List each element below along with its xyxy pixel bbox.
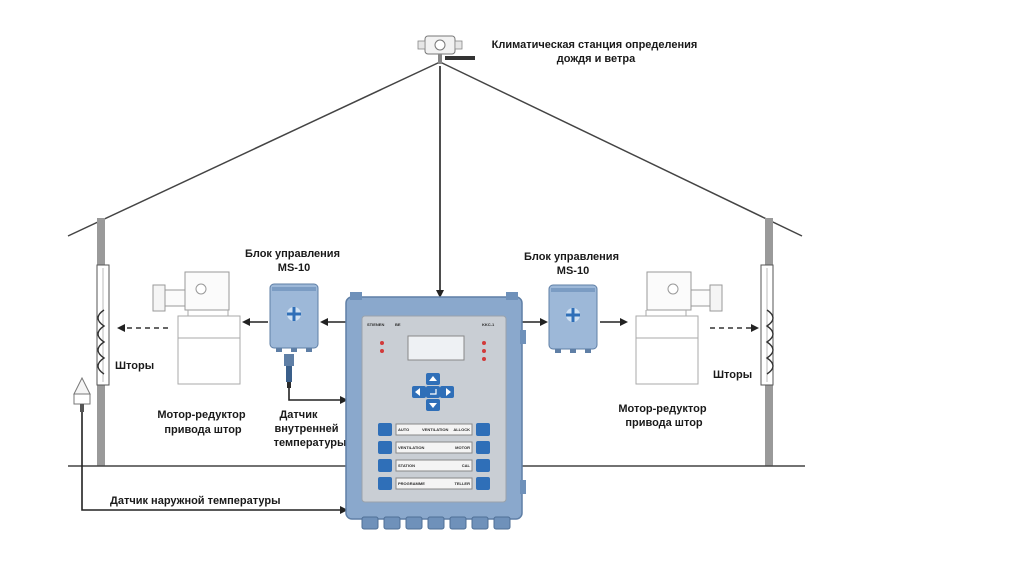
controller-model: KKC-1 <box>482 322 495 327</box>
motor-left-label: Мотор-редуктор привода штор <box>157 409 248 436</box>
function-row: PROGRAMME TELLER <box>378 477 490 490</box>
controller-function-buttons: AUTO VENTILATION ALLOCK VENTILATION MOTO… <box>378 423 490 490</box>
function-label-left: PROGRAMME <box>398 481 425 486</box>
curtain-left-icon <box>96 264 110 386</box>
outer-sensor-label: Датчик наружной температуры <box>110 495 280 507</box>
control-block-left-icon <box>269 283 319 352</box>
function-right-button[interactable] <box>476 459 490 472</box>
function-label-right: TELLER <box>454 481 470 486</box>
control-block-left-label: Блок управления MS-10 <box>245 248 343 274</box>
control-block-right-icon <box>548 284 598 353</box>
function-label-right: MOTOR <box>455 445 470 450</box>
controller-display <box>407 335 465 361</box>
motor-reducer-left-icon <box>152 271 241 385</box>
function-left-button[interactable] <box>378 459 392 472</box>
function-label-right: CAL <box>462 463 471 468</box>
function-label-left: VENTILATION <box>398 445 424 450</box>
function-right-button[interactable] <box>476 423 490 436</box>
function-label-mid: VENTILATION <box>422 427 448 432</box>
inner-sensor-label: Датчик внутренней температуры <box>274 409 347 449</box>
function-row: STATION CAL <box>378 459 490 472</box>
inner-sensor-arrow <box>288 388 348 404</box>
function-right-button[interactable] <box>476 441 490 454</box>
function-label-left: STATION <box>398 463 415 468</box>
function-row: VENTILATION MOTOR <box>378 441 490 454</box>
control-block-right-label: Блок управления MS-10 <box>524 251 622 277</box>
function-right-button[interactable] <box>476 477 490 490</box>
curtain-right-icon <box>760 264 774 386</box>
function-label-left: AUTO <box>398 427 409 432</box>
inner-temperature-sensor-icon <box>284 354 294 388</box>
motor-reducer-right-icon <box>635 271 723 385</box>
function-label-right: ALLOCK <box>453 427 470 432</box>
controller-nav-pad[interactable] <box>412 373 454 411</box>
outer-sensor-arrow <box>81 412 348 514</box>
function-left-button[interactable] <box>378 477 392 490</box>
curtains-right-label: Шторы <box>713 369 752 381</box>
nav-enter-button[interactable] <box>426 386 440 398</box>
function-left-button[interactable] <box>378 423 392 436</box>
function-left-button[interactable] <box>378 441 392 454</box>
motor-right-label: Мотор-редуктор привода штор <box>618 403 709 429</box>
controller-brand-suffix: BE <box>395 322 401 327</box>
controller-brand: STIENEN <box>367 322 384 327</box>
outer-temperature-sensor-icon <box>73 376 91 412</box>
weather-station-icon <box>417 35 475 64</box>
function-row: AUTO VENTILATION ALLOCK <box>378 423 490 436</box>
weather-station-label: Климатическая станция определения дождя … <box>492 39 701 65</box>
curtains-left-label: Шторы <box>115 360 154 372</box>
